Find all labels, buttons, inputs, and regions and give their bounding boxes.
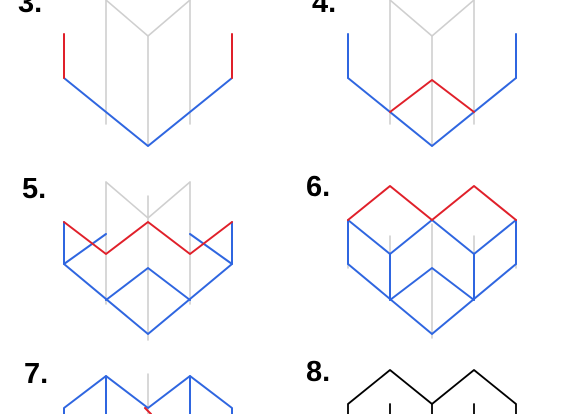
step-6-label: 6. [306, 171, 330, 203]
step-3-new-lines [63, 33, 233, 79]
step-5-new-lines [63, 221, 233, 255]
step-4-label: 4. [312, 0, 336, 19]
step-4-guides [389, 0, 475, 147]
step-5-guides [105, 181, 191, 341]
step-8-panel: 8. [306, 356, 517, 414]
step-5-label: 5. [22, 173, 46, 205]
step-7-new-lines [144, 407, 152, 414]
step-3-panel: 3. [18, 0, 233, 147]
step-6-panel: 6. [306, 171, 517, 339]
step-5-existing-lines [63, 221, 233, 335]
step-6-new-lines [347, 185, 517, 221]
step-4-existing-lines [347, 33, 517, 147]
step-8-final-lines [347, 369, 517, 414]
step-3-guides [105, 0, 191, 147]
step-4-new-lines [389, 79, 475, 113]
step-7-label: 7. [24, 358, 48, 390]
step-3-label: 3. [18, 0, 42, 19]
step-7-panel: 7. [24, 358, 233, 414]
step-4-panel: 4. [312, 0, 517, 147]
step-7-existing-lines [63, 375, 233, 414]
step-3-existing-lines [63, 77, 233, 147]
step-5-panel: 5. [22, 173, 233, 341]
step-8-label: 8. [306, 356, 330, 388]
